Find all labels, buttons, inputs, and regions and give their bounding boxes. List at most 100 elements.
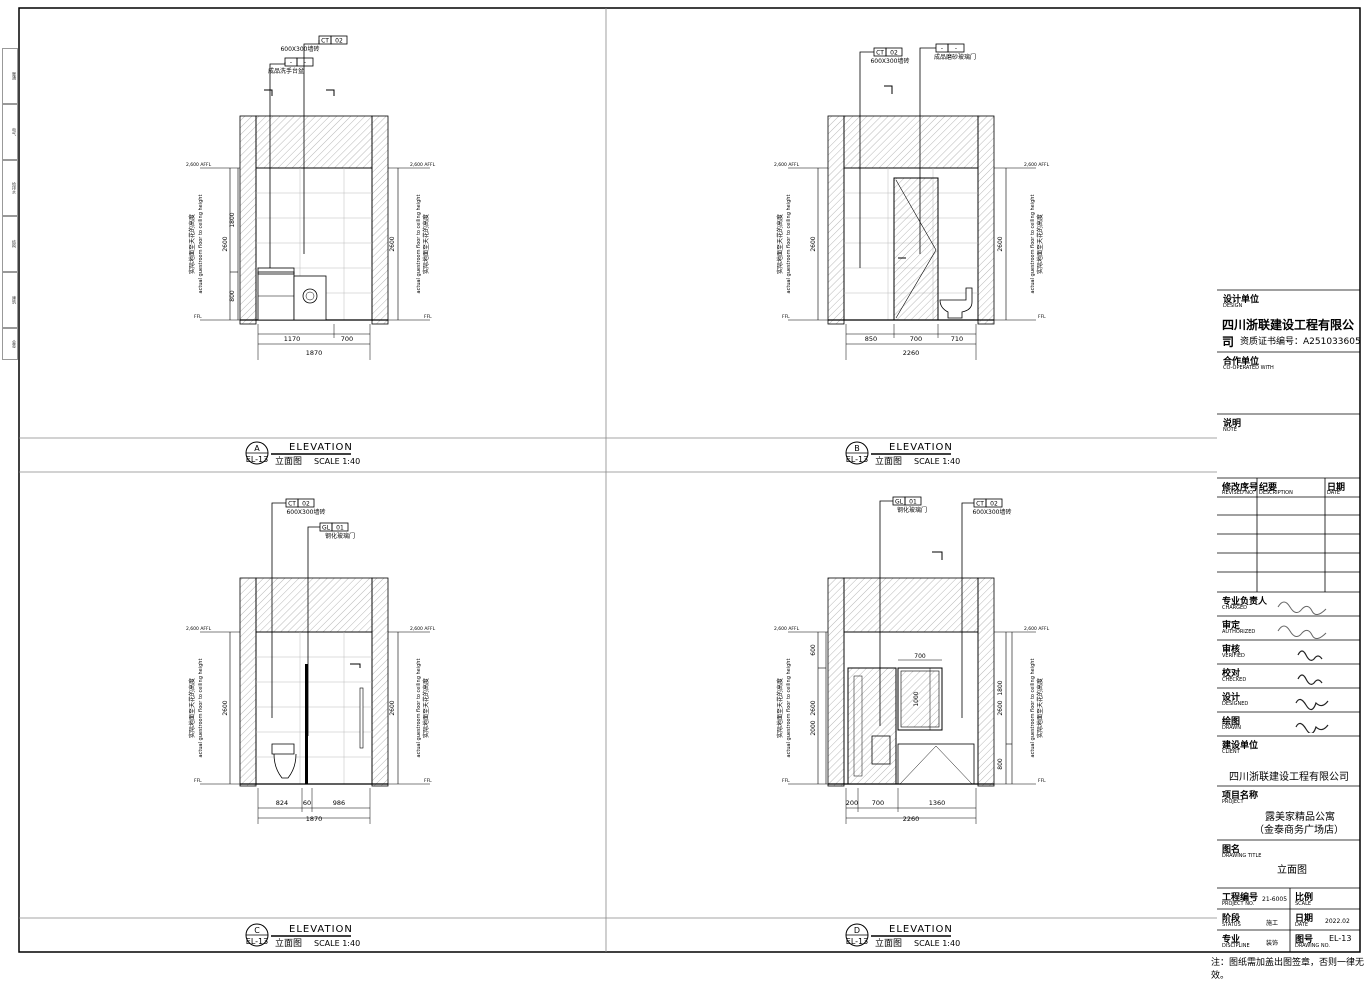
height-note-cn: 实际地面至天花的高度 — [1036, 678, 1044, 738]
drawing-title-label-en: DRAWING TITLE — [1222, 853, 1262, 859]
tdate: 2022.02 — [1325, 918, 1350, 925]
client-label-en: CLIENT — [1222, 749, 1240, 755]
dim-vertical: 2000 — [810, 720, 817, 735]
discipline-label: 专业 — [1222, 935, 1241, 945]
view-scale: SCALE 1:40 — [914, 457, 960, 466]
rev-label: 修改序号 — [1222, 483, 1259, 493]
dim-vertical: 600 — [810, 644, 817, 656]
tag-code: GL — [322, 525, 331, 532]
dim-total: 1870 — [306, 349, 323, 357]
tag-note: 600X300墙砖 — [286, 508, 325, 516]
view-id: D — [854, 926, 860, 935]
title-block-grid — [1217, 289, 1360, 952]
dim-vertical: 2600 — [997, 700, 1004, 715]
project-no: 21-6005 — [1262, 896, 1288, 903]
height-note-en: actual guestroom floor to ceiling height — [198, 659, 204, 758]
tag-code: CT — [288, 501, 296, 508]
coop-label-en: CO-OPERATED WITH — [1223, 365, 1274, 371]
level-right: 2,600 AFFL — [1024, 626, 1050, 632]
view-code: EL-13 — [846, 455, 868, 464]
view-id: B — [854, 444, 860, 453]
dim-vertical: 2600 — [389, 236, 396, 251]
scale-label-en: SCALE — [1295, 901, 1312, 907]
view-title-cn: 立面图 — [275, 937, 302, 949]
tag-note: 600X300墙砖 — [280, 45, 319, 53]
dim-horizontal: 1360 — [929, 799, 946, 807]
project-name: 露美家精品公寓 — [1265, 812, 1335, 823]
tag-number: 01 — [336, 525, 344, 532]
dim-vertical: 1800 — [229, 212, 236, 227]
tag-code: CT — [321, 38, 329, 45]
height-note-en: actual guestroom floor to ceiling height — [786, 195, 792, 294]
dim-vertical: 2600 — [222, 700, 229, 715]
height-note-en: actual guestroom floor to ceiling height — [786, 659, 792, 758]
ffl-right: FFL — [1038, 778, 1046, 784]
elevation-c — [200, 502, 430, 824]
height-note-cn: 实际地面至天花的高度 — [188, 214, 196, 274]
level-left: 2,600 AFFL — [774, 162, 800, 168]
ffl-left: FFL — [194, 314, 202, 320]
dim-horizontal: 700 — [341, 335, 353, 343]
tag-box — [331, 522, 349, 532]
dim-total: 2260 — [903, 815, 920, 823]
verified-label-en: VERIFIED — [1222, 653, 1245, 659]
dim-horizontal: 710 — [951, 335, 963, 343]
status: 施工 — [1266, 920, 1279, 927]
project-branch: （金泰商务广场店） — [1254, 825, 1344, 836]
tag-box — [947, 43, 965, 53]
tag-number: 02 — [990, 501, 998, 508]
tag-note: 钢化玻璃门 — [897, 506, 927, 514]
dim-vertical: 2600 — [389, 700, 396, 715]
ffl-right: FFL — [424, 314, 432, 320]
ffl-left: FFL — [194, 778, 202, 784]
cert-number: 资质证书编号：A251033605 — [1240, 337, 1361, 347]
designed-label: 设计 — [1222, 693, 1241, 703]
drawing-title: 立面图 — [1277, 865, 1307, 876]
height-note-en: actual guestroom floor to ceiling height — [1030, 659, 1036, 758]
strip-cell: 给排水 — [2, 160, 18, 216]
tdate-label: 日期 — [1295, 914, 1314, 924]
checked-label: 校对 — [1222, 669, 1241, 679]
dim-total: 2260 — [903, 349, 920, 357]
discipline: 装饰 — [1266, 940, 1279, 947]
view-title-en: ELEVATION — [289, 442, 353, 453]
dim-mirror-height: 1000 — [913, 691, 920, 706]
tag-number: - — [304, 60, 306, 67]
dim-vertical: 1800 — [997, 680, 1004, 695]
verified-label: 审核 — [1222, 645, 1241, 655]
view-title-cn: 立面图 — [275, 455, 302, 467]
tag-number: 02 — [890, 50, 898, 57]
client-name: 四川浙联建设工程有限公司 — [1229, 772, 1349, 783]
level-right: 2,600 AFFL — [410, 626, 436, 632]
tag-note: 600X300墙砖 — [870, 57, 909, 65]
status-label: 阶段 — [1222, 914, 1241, 924]
tag-code: CT — [976, 501, 984, 508]
dim-horizontal: 824 — [276, 799, 288, 807]
height-note-cn: 实际地面至天花的高度 — [1036, 214, 1044, 274]
tag-note: 钢化玻璃门 — [325, 532, 355, 540]
elevation-a — [200, 40, 430, 360]
view-scale: SCALE 1:40 — [314, 939, 360, 948]
project-no-label-en: PROJECT NO. — [1222, 901, 1255, 907]
dim-horizontal: 60 — [303, 799, 311, 807]
ffl-right: FFL — [424, 778, 432, 784]
height-note-cn: 实际地面至天花的高度 — [422, 678, 430, 738]
dim-vertical: 2600 — [997, 236, 1004, 251]
dim-horizontal: 200 — [846, 799, 858, 807]
view-title-cn: 立面图 — [875, 937, 902, 949]
height-note-en: actual guestroom floor to ceiling height — [416, 195, 422, 294]
dim-vertical: 2600 — [222, 236, 229, 251]
date-label: 日期 — [1327, 483, 1346, 493]
tag-box — [330, 35, 348, 45]
tag-number: 02 — [302, 501, 310, 508]
view-title-en: ELEVATION — [889, 442, 953, 453]
left-signoff-strip: 暖通 电气 给排水 结构 建筑 会签 — [0, 48, 18, 360]
desc-label: 纪要 — [1259, 483, 1278, 493]
height-note-en: actual guestroom floor to ceiling height — [1030, 195, 1036, 294]
dim-horizontal: 850 — [865, 335, 877, 343]
view-scale: SCALE 1:40 — [314, 457, 360, 466]
strip-cell: 暖通 — [2, 48, 18, 104]
height-note-cn: 实际地面至天花的高度 — [776, 214, 784, 274]
authorized-label-en: AUTHORIZED — [1222, 629, 1256, 635]
level-left: 2,600 AFFL — [186, 626, 212, 632]
